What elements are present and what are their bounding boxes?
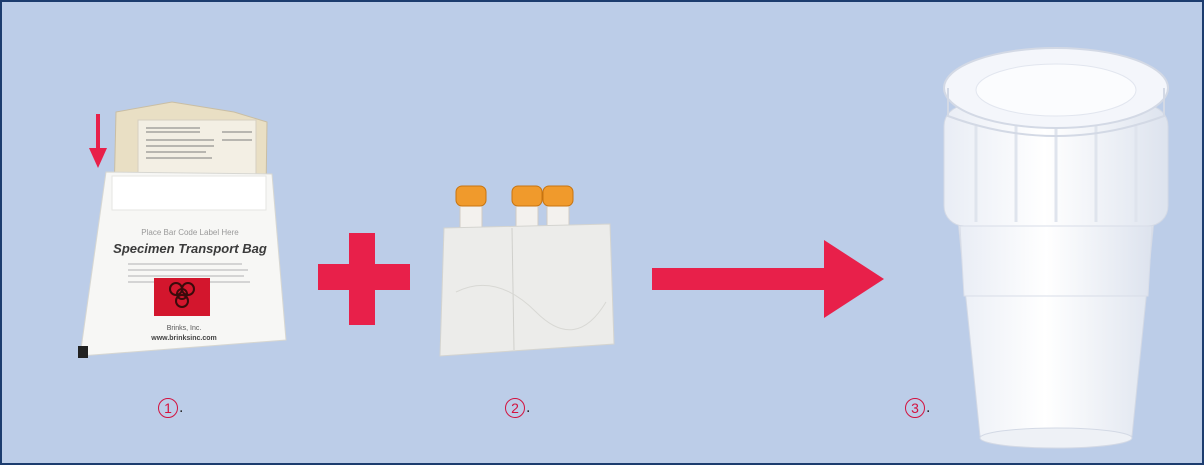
step-2-label: 2 . <box>505 398 530 418</box>
plus-icon <box>318 233 410 325</box>
right-arrow-icon <box>652 234 892 326</box>
step-1-number: 1 <box>158 398 178 418</box>
shipping-container <box>936 46 1176 456</box>
bag-label-line: Place Bar Code Label Here <box>141 228 239 237</box>
specimen-transport-bag: Place Bar Code Label Here Specimen Trans… <box>72 94 292 369</box>
step-3-suffix: . <box>926 399 930 417</box>
bag-website: www.brinksinc.com <box>150 335 216 342</box>
step-1-suffix: . <box>179 399 183 417</box>
step-3-label: 3 . <box>905 398 930 418</box>
specimen-tubes-pouch <box>436 182 618 362</box>
step-1-label: 1 . <box>158 398 183 418</box>
step-2-number: 2 <box>505 398 525 418</box>
step-3-number: 3 <box>905 398 925 418</box>
step-2-suffix: . <box>526 399 530 417</box>
bag-logo-text: Brinks, Inc. <box>167 325 202 332</box>
bag-title: Specimen Transport Bag <box>113 241 267 256</box>
